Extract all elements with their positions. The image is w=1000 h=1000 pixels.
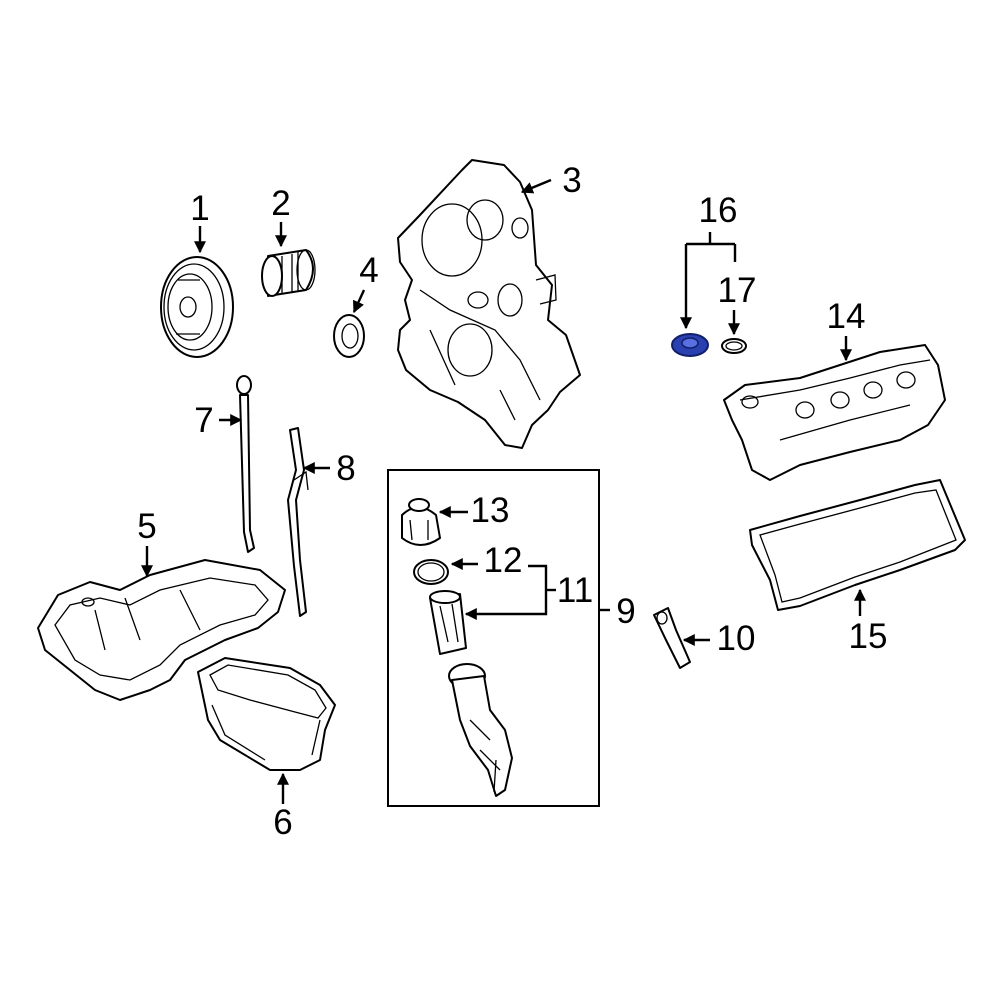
part-7-oil-dipstick[interactable] [236, 375, 255, 553]
callout-9: 9 [599, 592, 636, 631]
callout-16: 16 [680, 191, 738, 330]
svg-text:7: 7 [194, 401, 213, 440]
part-5-upper-oil-pan[interactable] [37, 559, 286, 701]
part-13-oil-filter-cap[interactable] [401, 498, 441, 546]
part-8-dipstick-tube[interactable] [287, 427, 309, 617]
part-17-washer[interactable] [721, 338, 747, 354]
callout-8: 8 [302, 449, 356, 488]
callout-1: 1 [190, 189, 210, 254]
callout-2: 2 [271, 184, 291, 248]
svg-text:12: 12 [484, 541, 523, 580]
callout-15: 15 [849, 588, 888, 656]
svg-text:15: 15 [849, 617, 888, 656]
svg-text:9: 9 [616, 592, 635, 631]
svg-text:10: 10 [717, 619, 756, 658]
part-15-valve-cover-gasket[interactable] [749, 479, 966, 611]
svg-text:8: 8 [336, 449, 355, 488]
callout-12: 12 [450, 541, 523, 580]
part-9-oil-filter-housing[interactable] [448, 663, 513, 797]
svg-text:16: 16 [699, 191, 738, 230]
part-4-front-seal[interactable] [333, 314, 365, 358]
svg-text:1: 1 [190, 189, 209, 228]
part-14-valve-cover[interactable] [723, 344, 946, 481]
svg-text:17: 17 [718, 271, 757, 310]
callout-4: 4 [352, 251, 379, 314]
part-12-filter-o-ring[interactable] [413, 559, 449, 585]
part-2-crank-sprocket[interactable] [261, 249, 316, 297]
svg-text:11: 11 [557, 571, 593, 610]
callout-7: 7 [194, 401, 243, 440]
svg-text:13: 13 [471, 491, 510, 530]
svg-text:4: 4 [359, 251, 378, 290]
callout-17: 17 [718, 271, 757, 336]
svg-text:14: 14 [827, 297, 866, 336]
callout-3: 3 [520, 161, 582, 200]
svg-text:3: 3 [562, 161, 581, 200]
callout-10: 10 [682, 619, 756, 658]
svg-text:6: 6 [273, 803, 292, 842]
part-10-housing-gasket[interactable] [653, 607, 691, 669]
group-9-frame [387, 469, 600, 807]
part-11-oil-filter-element[interactable] [429, 590, 467, 655]
part-1-crankshaft-pulley[interactable] [160, 256, 234, 358]
svg-text:5: 5 [137, 507, 156, 546]
callout-11: 11 [464, 564, 593, 620]
callout-5: 5 [137, 507, 157, 578]
svg-text:2: 2 [271, 184, 290, 223]
callout-6: 6 [273, 772, 293, 842]
part-16-grommet-highlighted[interactable] [671, 333, 709, 357]
part-6-lower-oil-pan[interactable] [197, 657, 336, 771]
callout-13: 13 [438, 491, 510, 530]
part-3-timing-cover[interactable] [397, 159, 581, 449]
callout-14: 14 [827, 297, 866, 362]
